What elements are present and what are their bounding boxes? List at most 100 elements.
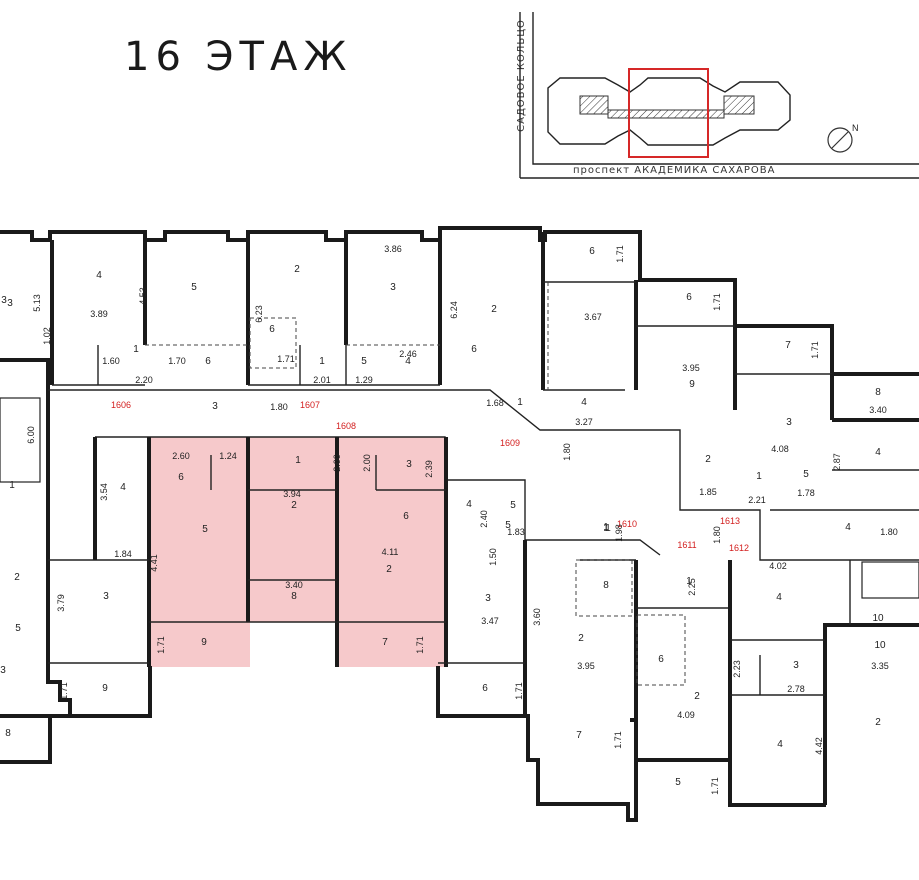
apartment-label[interactable]: 1610 — [617, 519, 637, 529]
selected-apartment-1608[interactable] — [149, 437, 446, 667]
dimension-label: 2.20 — [135, 375, 153, 385]
room-number: 1 — [605, 523, 611, 534]
dimension-label: 1.98 — [614, 524, 624, 542]
dimension-label: 3.86 — [384, 244, 402, 254]
apartment-label[interactable]: 1606 — [111, 400, 131, 410]
room-number: 3 — [1, 295, 7, 306]
room-number: 6 — [658, 654, 664, 665]
dimension-label: 1.68 — [486, 398, 504, 408]
dimension-label: 1.80 — [270, 402, 288, 412]
dimension-label: 4.09 — [677, 710, 695, 720]
dimension-label: 1.24 — [219, 451, 237, 461]
room-number: 3 — [786, 417, 792, 428]
north-arrow-icon: N — [827, 123, 859, 153]
dimension-label: 3.54 — [99, 483, 109, 501]
dimension-label: 2.21 — [748, 495, 766, 505]
room-number: 3 — [390, 282, 396, 293]
apartment-label[interactable]: 1609 — [500, 438, 520, 448]
room-number: 2 — [694, 691, 700, 702]
room-number: 3 — [0, 665, 6, 676]
room-number: 5 — [361, 356, 367, 367]
room-number: 7 — [785, 340, 791, 351]
key-plan: N — [519, 12, 919, 179]
building-section-hatched-center — [607, 109, 725, 119]
room-number: 1 — [319, 356, 325, 367]
dimension-label: 1.71 — [277, 354, 295, 364]
room-number: 1 — [756, 471, 762, 482]
room-number: 2 — [491, 304, 497, 315]
dimension-label: 2.39 — [424, 460, 434, 478]
room-number: 1 — [517, 397, 523, 408]
dimension-label: 3.60 — [532, 608, 542, 626]
dimension-label: 2.40 — [479, 510, 489, 528]
dimension-label: 1.71 — [156, 636, 166, 654]
room-number: 8 — [5, 728, 11, 739]
dimension-label: 3.40 — [285, 580, 303, 590]
room-number: 4 — [466, 499, 472, 510]
room-number: 4 — [405, 356, 411, 367]
dimension-label: 1.71 — [712, 293, 722, 311]
apartment-label[interactable]: 1608 — [336, 421, 356, 431]
room-number: 7 — [382, 637, 388, 648]
dimension-label: 3.67 — [584, 312, 602, 322]
room-number: 5 — [202, 524, 208, 535]
interior-walls — [0, 232, 919, 760]
room-number: 6 — [205, 356, 211, 367]
building-outline — [547, 77, 791, 146]
dimension-label: 1.80 — [712, 526, 722, 544]
apartment-label[interactable]: 1612 — [729, 543, 749, 553]
room-number: 3 — [7, 298, 13, 309]
dimension-label: 3.35 — [871, 661, 889, 671]
dimension-label: 4.42 — [814, 737, 824, 755]
dimension-label: 1.71 — [710, 777, 720, 795]
room-number: 3 — [103, 591, 109, 602]
room-number: 2 — [291, 500, 297, 511]
room-number: 4 — [845, 522, 851, 533]
apartment-label[interactable]: 1613 — [720, 516, 740, 526]
room-number: 6 — [482, 683, 488, 694]
room-number: 4 — [96, 270, 102, 281]
dimension-label: 1.60 — [102, 356, 120, 366]
dimension-label: 2.60 — [172, 451, 190, 461]
dimension-label: 2.87 — [832, 453, 842, 471]
apartment-label[interactable]: 1611 — [677, 540, 696, 550]
dimension-label: 1.71 — [615, 245, 625, 263]
room-number: 1 — [603, 523, 609, 534]
room-number: 8 — [291, 591, 297, 602]
dimension-label: 1.71 — [59, 682, 69, 700]
room-number: 3 — [212, 401, 218, 412]
dimension-label: 2.78 — [787, 684, 805, 694]
room-number: 2 — [386, 564, 392, 575]
dimension-label: 3.79 — [56, 594, 66, 612]
room-number: 2 — [14, 572, 20, 583]
dimension-label: 6.00 — [26, 426, 36, 444]
room-number: 6 — [589, 246, 595, 257]
dimension-label: 1.71 — [613, 731, 623, 749]
building-section-hatched-right — [723, 95, 755, 115]
street-inner-edge — [532, 12, 919, 165]
room-number: 5 — [505, 520, 511, 531]
room-number: 4 — [581, 397, 587, 408]
room-number: 7 — [576, 730, 582, 741]
room-number: 4 — [776, 592, 782, 603]
building-section-hatched-left — [579, 95, 609, 115]
dimension-label: 6.23 — [254, 305, 264, 323]
apartment-label[interactable]: 1607 — [300, 400, 320, 410]
room-number: 3 — [793, 660, 799, 671]
dimension-label: 3.89 — [90, 309, 108, 319]
dimension-label: 4.02 — [769, 561, 787, 571]
dimension-label: 2.25 — [687, 578, 697, 596]
dimension-label: 1.29 — [355, 375, 373, 385]
room-number: 6 — [471, 344, 477, 355]
north-label: N — [852, 123, 859, 133]
dimension-label: 2.00 — [362, 454, 372, 472]
room-number: 8 — [875, 387, 881, 398]
dimension-label: 1.84 — [114, 549, 132, 559]
dimension-label: 1.71 — [514, 682, 524, 700]
dimension-label: 2.00 — [332, 454, 342, 472]
room-number: 6 — [269, 324, 275, 335]
dimension-label: 3.40 — [869, 405, 887, 415]
